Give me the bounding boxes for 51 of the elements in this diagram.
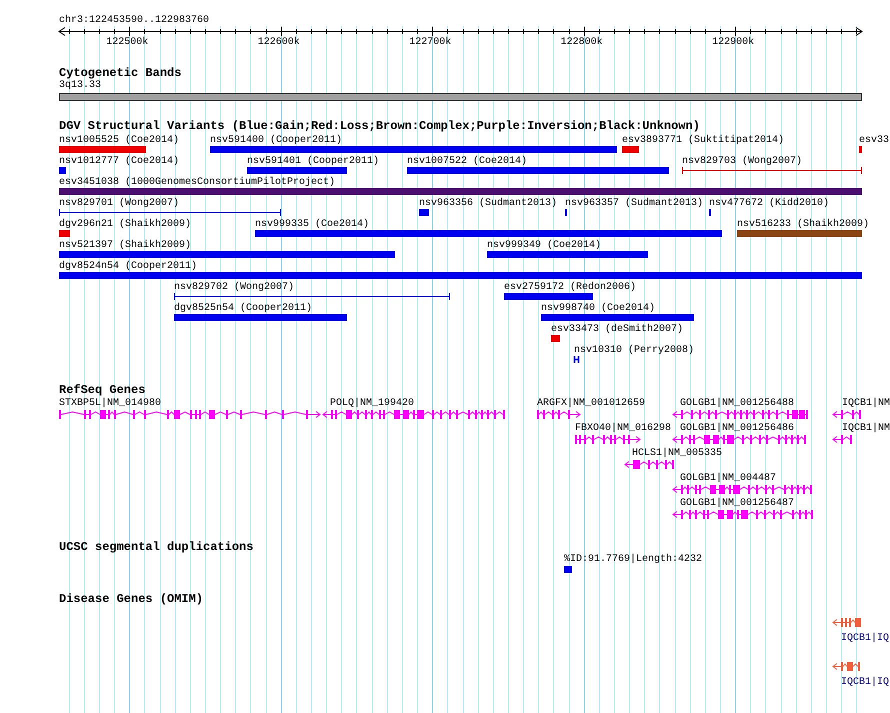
feature-label: esv3451038 (1000GenomesConsortiumPilotProject) <box>59 177 336 188</box>
feature-label: nsv829702 (Wong2007) <box>174 282 294 293</box>
feature-label: esv2759172 (Redon2006) <box>504 282 636 293</box>
gene-label: IQCB1|NM <box>842 423 890 434</box>
gene-label: HCLS1|NM_005335 <box>632 448 722 459</box>
track-title: RefSeq Genes <box>59 384 146 397</box>
gene-label: GOLGB1|NM_001256487 <box>680 498 794 509</box>
feature-label: nsv591400 (Cooper2011) <box>210 135 342 146</box>
gene-label: IQCB1|NM <box>842 398 890 409</box>
feature-label: esv33 <box>859 135 890 146</box>
feature-label: dgv8524n54 (Cooper2011) <box>59 261 198 272</box>
track-title: DGV Structural Variants (Blue:Gain;Red:Loss;Brown:Complex;Purple:Inversion;Black:Unknown) <box>59 120 700 133</box>
tick-label: 122800k <box>560 37 603 48</box>
feature-label: %ID:91.7769|Length:4232 <box>564 554 702 565</box>
gene-label: FBXO40|NM_016298 <box>575 423 672 434</box>
gene-label: GOLGB1|NM_001256488 <box>680 398 794 409</box>
feature-label: nsv1005525 (Coe2014) <box>59 135 180 146</box>
feature-label: esv33473 (deSmith2007) <box>551 324 684 335</box>
feature-label: nsv999335 (Coe2014) <box>255 219 370 230</box>
tick-label: 122700k <box>409 37 452 48</box>
coordinate-label: chr3:122453590..122983760 <box>59 15 210 26</box>
track-title: UCSC segmental duplications <box>59 541 254 554</box>
gene-label: GOLGB1|NM_004487 <box>680 473 776 484</box>
feature-label: nsv998740 (Coe2014) <box>541 303 656 314</box>
feature-label: nsv963356 (Sudmant2013) <box>419 198 558 209</box>
gene-label: GOLGB1|NM_001256486 <box>680 423 794 434</box>
track-title: Disease Genes (OMIM) <box>59 593 204 606</box>
tick-label: 122900k <box>712 37 754 48</box>
feature-label: nsv516233 (Shaikh2009) <box>737 219 870 230</box>
gene-label: STXBP5L|NM_014980 <box>59 398 162 409</box>
tick-label: 122500k <box>106 37 148 48</box>
feature-label: nsv10310 (Perry2008) <box>574 345 694 356</box>
feature-label: esv3893771 (Suktitipat2014) <box>622 135 784 146</box>
feature-label: dgv296n21 (Shaikh2009) <box>59 219 192 230</box>
tick-label: 122600k <box>258 37 300 48</box>
gene-label: IQCB1|IQ <box>841 633 890 644</box>
track-title: Cytogenetic Bands <box>59 67 182 80</box>
feature-label: nsv477672 (Kidd2010) <box>709 198 830 209</box>
gene-label: IQCB1|IQ <box>841 677 890 688</box>
feature-label: nsv591401 (Cooper2011) <box>247 156 380 167</box>
feature-label: nsv829701 (Wong2007) <box>59 198 180 209</box>
feature-label: nsv829703 (Wong2007) <box>682 156 802 167</box>
feature-label: dgv8525n54 (Cooper2011) <box>174 303 312 314</box>
gene-label: POLQ|NM_199420 <box>330 398 414 409</box>
band-label: 3q13.33 <box>59 80 102 91</box>
feature-label: nsv521397 (Shaikh2009) <box>59 240 192 251</box>
feature-label: nsv999349 (Coe2014) <box>487 240 602 251</box>
feature-label: nsv1012777 (Coe2014) <box>59 156 180 167</box>
feature-label: nsv963357 (Sudmant2013) <box>565 198 704 209</box>
feature-label: nsv1007522 (Coe2014) <box>407 156 528 167</box>
gene-label: ARGFX|NM_001012659 <box>537 398 646 409</box>
